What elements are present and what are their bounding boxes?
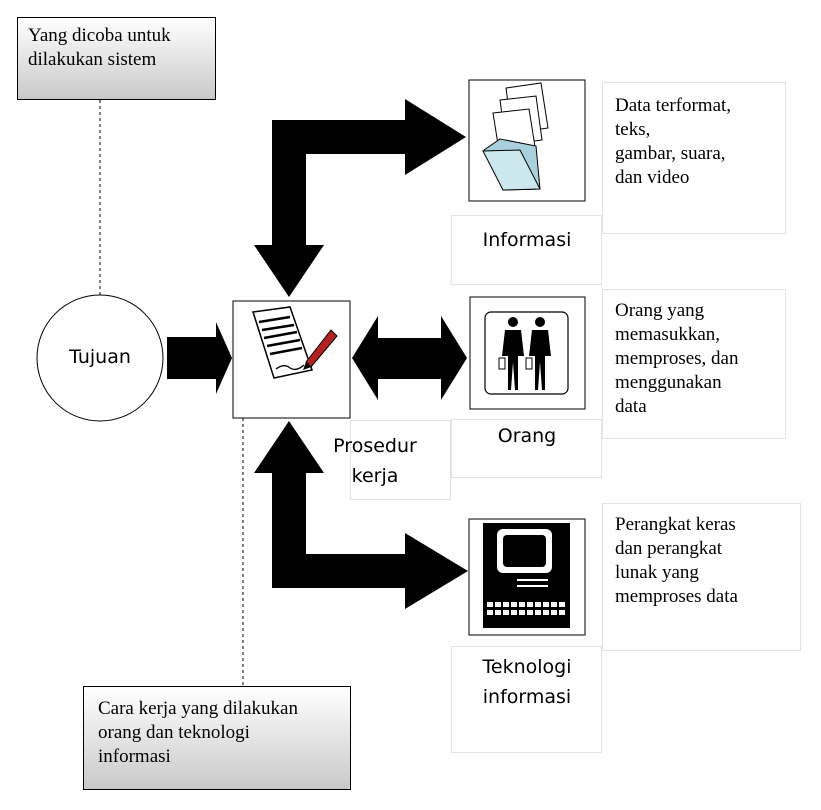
prosedur-teknologi-arrow [254,421,468,609]
tujuan-label: Tujuan [69,346,131,368]
tujuan-to-prosedur-arrow [167,322,232,394]
orang-description: Orang yang memasukkan, memproses, dan me… [615,300,739,417]
informasi-prosedur-arrow [254,99,466,297]
tujuan-note-callout: Yang dicoba untuk dilakukan sistem [17,17,216,100]
orang-label-box [451,419,602,478]
teknologi-label-line1: Teknologi [482,656,572,678]
informasi-label: Informasi [482,229,572,251]
prosedur-note-callout: Cara kerja yang dilakukan orang dan tekn… [83,686,351,790]
teknologi-label-box [451,646,602,753]
informasi-description: Data terformat, teks, gambar, suara, dan… [615,95,732,188]
prosedur-label-box [350,420,451,500]
documents-folder-icon [482,82,549,191]
informasi-label-box [451,215,602,285]
signed-document-pen-icon [252,306,338,379]
prosedur-label-line2: kerja [351,465,399,487]
prosedur-label-line1: Prosedur [333,435,417,457]
teknologi-description: Perangkat keras dan perangkat lunak yang… [615,514,738,607]
prosedur-orang-arrow [352,316,467,400]
computer-icon [483,523,570,628]
people-icon [484,311,569,395]
teknologi-label-line2: informasi [482,686,572,708]
orang-label: Orang [497,425,557,447]
informasi-description-box [602,82,786,234]
tujuan-circle [36,294,164,422]
teknologi-description-box [602,503,801,651]
orang-description-box [602,289,786,439]
